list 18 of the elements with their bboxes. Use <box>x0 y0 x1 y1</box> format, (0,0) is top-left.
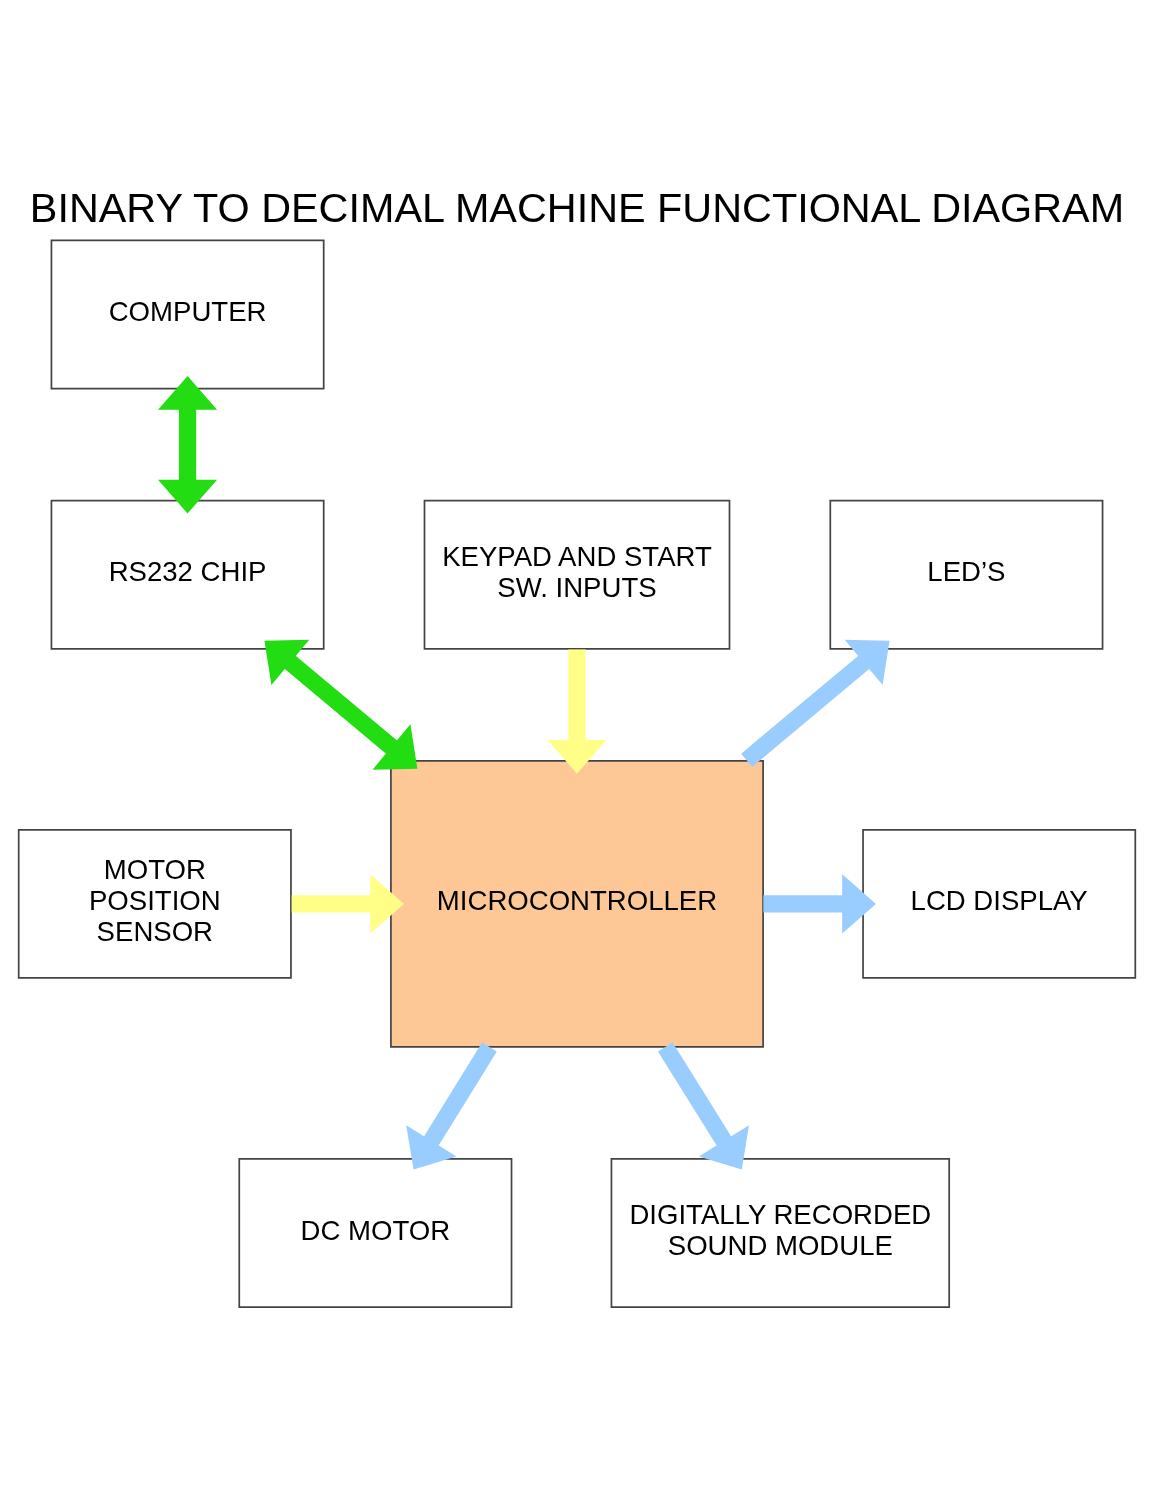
diagram-title: BINARY TO DECIMAL MACHINE FUNCTIONAL DIAGRAM <box>29 184 1125 231</box>
arrow <box>658 1041 749 1170</box>
node-box: DC MOTOR <box>238 1157 513 1308</box>
arrow <box>763 873 876 933</box>
arrow <box>291 873 404 933</box>
arrow <box>547 649 607 774</box>
node-box: COMPUTER <box>50 239 325 390</box>
node-box: RS232 CHIP <box>50 499 325 650</box>
node-box: KEYPAD AND START SW. INPUTS <box>423 499 731 650</box>
node-box: DIGITALLY RECORDED SOUND MODULE <box>610 1157 951 1308</box>
node-box: MICROCONTROLLER <box>390 759 764 1048</box>
arrow <box>158 375 218 513</box>
node-box: MOTOR POSITION SENSOR <box>17 828 292 979</box>
node-box: LCD DISPLAY <box>862 828 1137 979</box>
arrow <box>264 639 418 770</box>
node-box: LED’S <box>829 499 1104 650</box>
arrow <box>406 1042 497 1170</box>
arrow <box>741 639 890 767</box>
